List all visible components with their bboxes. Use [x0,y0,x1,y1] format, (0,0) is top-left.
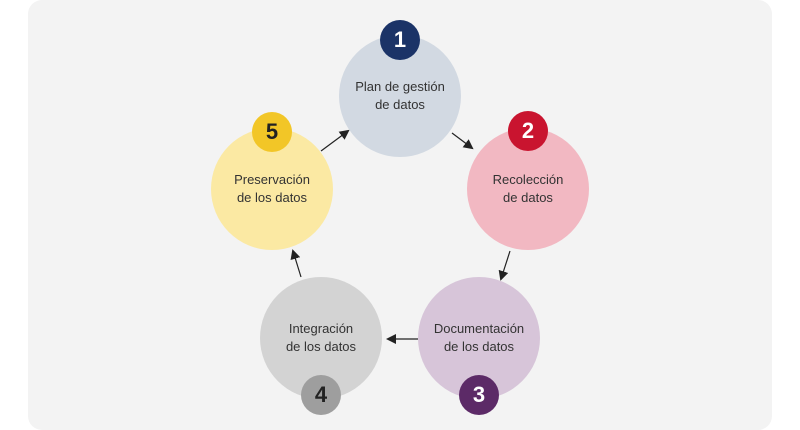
step-5-label: Preservación de los datos [234,172,310,205]
arrow-4-to-5 [290,249,302,278]
data-lifecycle-diagram: Plan de gestión de datos 1 Recolección d… [211,20,589,415]
step-4-badge: 4 [301,375,341,415]
arrow-2-to-3 [498,250,511,281]
step-4-label: Integración de los datos [285,321,357,354]
step-1-badge: 1 [380,20,420,60]
step-5-badge: 5 [252,112,292,152]
step-3-label: Documentación de los datos [433,321,525,354]
arrow-1-to-2 [451,132,474,150]
cycle-arrows [290,129,511,344]
step-2-badge: 2 [508,111,548,151]
step-1-label: Plan de gestión de datos [355,79,445,112]
step-2-label: Recolección de datos [492,172,564,205]
step-3-badge: 3 [459,375,499,415]
arrow-5-to-1 [320,129,350,152]
